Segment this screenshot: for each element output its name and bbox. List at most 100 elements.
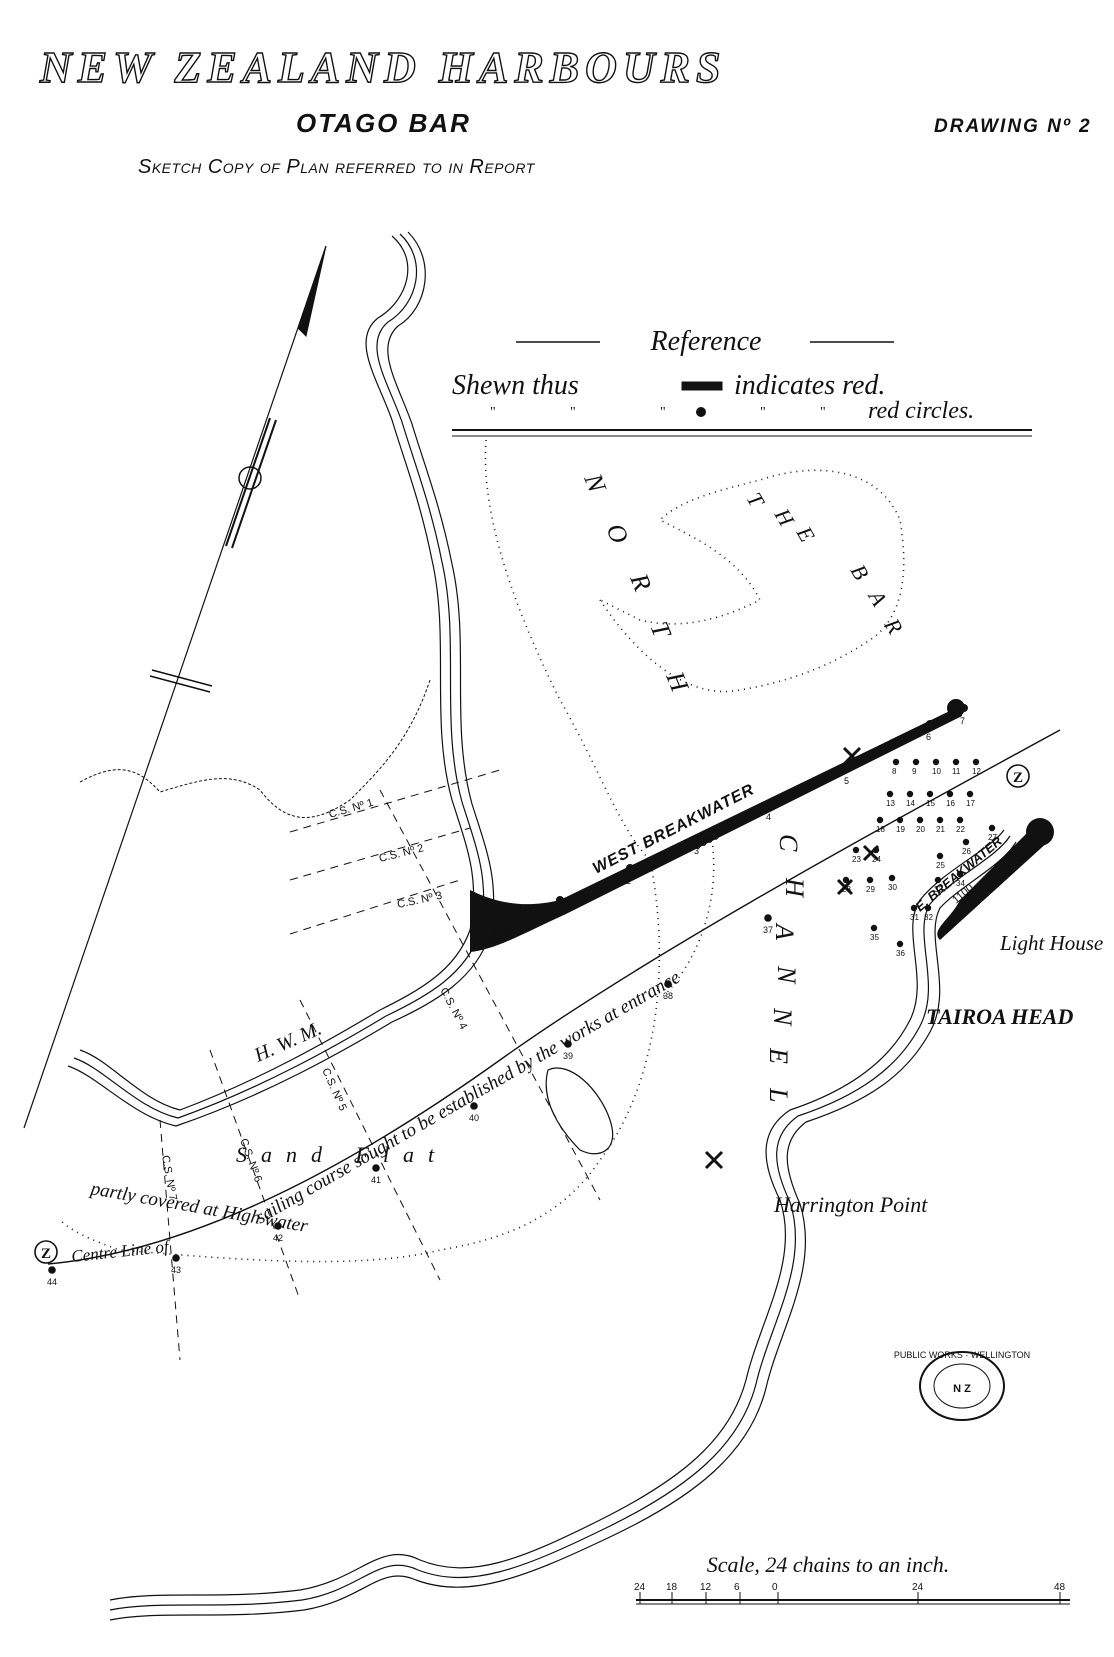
reference-heading: Reference [650,326,762,357]
sailing-course-label: sailing course sought to be established … [252,967,684,1228]
survey-point-label: 5 [844,776,849,786]
scale-tick-label: 6 [734,1582,740,1593]
z-marker-east: Z [1006,764,1030,788]
cross-section-label: C.S. Nº 1 [328,797,375,821]
survey-point [966,790,974,798]
survey-point [912,758,920,766]
survey-point-label: 26 [962,847,971,856]
survey-point-label: 39 [563,1051,573,1061]
survey-point [48,1266,56,1274]
map-subtitle: OTAGO BAR [296,108,471,138]
survey-point-label: 29 [866,885,875,894]
survey-point [896,816,904,824]
svg-text:N Z: N Z [953,1383,971,1395]
survey-point-label: 8 [892,767,897,776]
label-letter: R [624,568,657,595]
label-letter: H [769,503,800,531]
survey-point [934,876,942,884]
survey-point [956,870,964,878]
survey-point-label: 22 [956,825,965,834]
survey-point-label: 30 [888,883,897,892]
survey-point-label: 40 [469,1113,479,1123]
survey-point [876,816,884,824]
survey-point [926,790,934,798]
cross-section-lines [159,769,601,1361]
scale-tick-label: 0 [772,1582,778,1593]
svg-text:Z: Z [1013,770,1023,786]
x-marks [704,746,880,1170]
label-letter: N [772,965,801,985]
svg-text:Z: Z [41,1246,51,1262]
drawing-number: DRAWING Nº 2 [934,116,1092,137]
survey-point-label: 37 [763,925,773,935]
survey-point-label: 15 [926,799,935,808]
survey-point-label: 35 [870,933,879,942]
survey-point [556,896,564,904]
survey-point [764,914,772,922]
svg-text:": " [820,405,826,420]
survey-point-label: 20 [916,825,925,834]
centre-line-label: Centre Line of [70,1237,171,1266]
survey-point-label: 41 [371,1175,381,1185]
cross-section-labels: C.S. Nº 1C.S. Nº 2C.S. Nº 3C.S. Nº 4C.S.… [159,797,469,1202]
svg-text:PUBLIC WORKS · WELLINGTON: PUBLIC WORKS · WELLINGTON [894,1350,1030,1360]
survey-point [960,704,968,712]
survey-point [956,816,964,824]
label-letter: O [600,519,634,547]
place-labels: Light House TAIROA HEAD Harrington Point… [70,781,1103,1266]
survey-point-label: 44 [47,1277,57,1287]
survey-point [844,764,852,772]
survey-point [866,876,874,884]
survey-point [766,800,774,808]
sheet-title: NEW ZEALAND HARBOURS [39,42,727,92]
survey-point-label: 19 [896,825,905,834]
survey-point [896,940,904,948]
scale-tick-label: 18 [666,1582,678,1593]
survey-point-label: 34 [956,879,965,888]
coastline-north [67,231,495,1127]
survey-point-label: 9 [912,767,917,776]
survey-point [936,816,944,824]
coastline-south [109,829,1017,1621]
survey-point-label: 4 [766,812,771,822]
centre-line [47,729,1061,1265]
survey-point [852,846,860,854]
scale-tick-label: 24 [634,1582,646,1593]
meridian-line [23,245,327,1129]
north-arrow-icon [297,245,327,337]
survey-point [952,758,960,766]
survey-point [172,1254,180,1262]
east-breakwater [937,818,1054,940]
survey-point-label: 33 [934,885,943,894]
survey-point [564,1040,572,1048]
scale-tick-label: 12 [700,1582,712,1593]
survey-point-label: 42 [273,1233,283,1243]
survey-point-label: 25 [936,861,945,870]
survey-point-label: 28 [842,885,851,894]
survey-point-label: 38 [663,991,673,1001]
label-letter: B [846,560,874,584]
survey-point-label: 18 [876,825,885,834]
survey-point [932,758,940,766]
sketch-note: Sketch Copy of Plan referred to in Repor… [138,156,535,178]
reference-line1-prefix: Shewn thus [452,370,579,401]
survey-point-label: 2 [626,876,631,886]
survey-point [694,834,702,842]
island [545,1067,614,1155]
hwm-label: H. W. M. [250,1018,325,1067]
cross-section-label: C.S. Nº 2 [378,842,425,865]
west-breakwater [470,699,965,952]
reference-legend: Reference Shewn thus indicates red. " " … [452,326,974,424]
reference-line2-suffix: red circles. [868,398,974,424]
survey-point-label: 24 [872,855,881,864]
survey-point [892,758,900,766]
cross-section-label: C.S. Nº 4 [437,986,469,1032]
survey-point-label: 32 [924,913,933,922]
